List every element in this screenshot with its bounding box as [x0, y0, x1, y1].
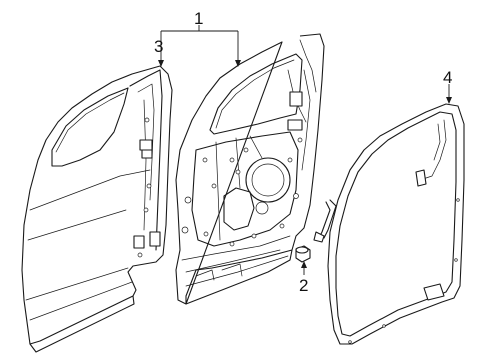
callout-label-4: 4 — [443, 68, 452, 87]
outer-door-panel — [21, 65, 173, 353]
leader-lines — [158, 25, 452, 275]
callout-label-1: 1 — [194, 9, 203, 28]
door-shell-inner-frame — [175, 33, 325, 305]
small-plug — [295, 245, 311, 263]
callout-label-2: 2 — [299, 276, 308, 295]
arrowhead-4 — [446, 97, 452, 104]
weatherstrip-seal — [313, 103, 465, 345]
callout-label-3: 3 — [154, 37, 163, 56]
arrowhead-1a — [158, 60, 164, 67]
arrowhead-1b — [235, 60, 241, 67]
arrowhead-2 — [301, 261, 307, 268]
